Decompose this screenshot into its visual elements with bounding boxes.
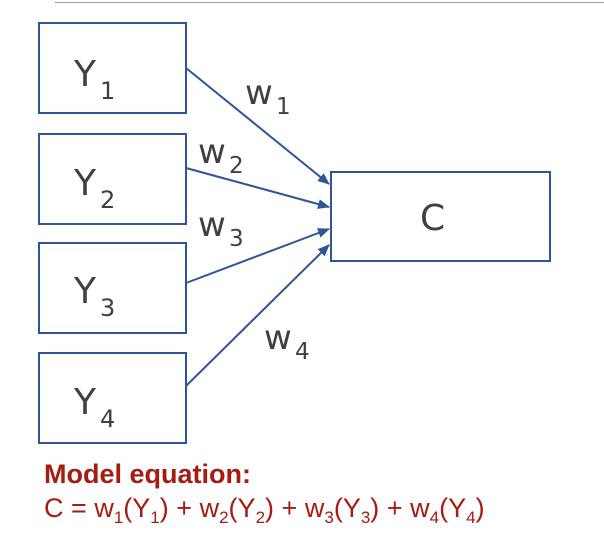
equation-term: w2(Y2): [199, 493, 275, 527]
equation-plus: +: [386, 493, 403, 523]
equation-title: Model equation:: [44, 459, 251, 489]
equation-lhs: C: [44, 493, 64, 523]
arrow-y1-to-c: [185, 67, 330, 185]
input-node-y3: Y 3: [38, 242, 187, 334]
input-node-y4: Y 4: [38, 352, 187, 444]
output-node-label: C: [420, 198, 445, 239]
input-node-y2-subscript: 2: [100, 186, 115, 214]
weight-label-w2-subscript: 2: [229, 153, 244, 179]
weight-label-w3-subscript: 3: [229, 226, 244, 252]
weight-label-w1-subscript: 1: [276, 94, 291, 120]
weight-label-w4-subscript: 4: [295, 339, 310, 365]
equation-formula: C = w1(Y1) + w2(Y2) + w3(Y3) + w4(Y4): [44, 490, 485, 526]
equation-term: w3(Y3): [304, 493, 380, 527]
equation-term: w4(Y4): [410, 493, 485, 527]
weight-label-w4-letter: w: [264, 318, 292, 358]
input-node-y1-letter: Y: [73, 54, 97, 95]
output-node-c: C: [330, 171, 551, 262]
input-node-y2: Y 2: [38, 133, 187, 225]
equation-equals: =: [71, 493, 87, 523]
arrow-y2-to-c: [185, 167, 330, 209]
weight-label-w4: w 4: [264, 318, 310, 365]
weight-label-w2: w 2: [198, 132, 244, 179]
weight-label-w3-letter: w: [198, 205, 226, 245]
input-node-y2-letter: Y: [73, 163, 97, 204]
top-divider: [55, 2, 604, 3]
weight-label-w2-letter: w: [198, 132, 226, 172]
input-node-y1-subscript: 1: [100, 77, 115, 105]
weighted-sum-diagram: Y 1 Y 2 Y 3 Y 4 C w 1 w 2 w 3 w 4: [38, 22, 551, 444]
arrow-y4-to-c: [185, 244, 330, 387]
weight-label-w3: w 3: [198, 205, 244, 252]
input-node-y1: Y 1: [38, 22, 187, 114]
weight-label-w1: w 1: [245, 73, 291, 120]
model-equation: Model equation: C = w1(Y1) + w2(Y2) + w3…: [44, 458, 485, 526]
equation-plus: +: [281, 493, 298, 523]
weight-label-w1-letter: w: [245, 73, 273, 113]
equation-term: w1(Y1): [94, 493, 169, 527]
input-node-y3-letter: Y: [73, 271, 97, 312]
arrow-y3-to-c: [185, 228, 330, 284]
input-node-y4-letter: Y: [73, 382, 97, 423]
input-node-y4-subscript: 4: [100, 405, 115, 433]
input-node-y3-subscript: 3: [100, 294, 115, 322]
equation-plus: +: [176, 493, 193, 523]
